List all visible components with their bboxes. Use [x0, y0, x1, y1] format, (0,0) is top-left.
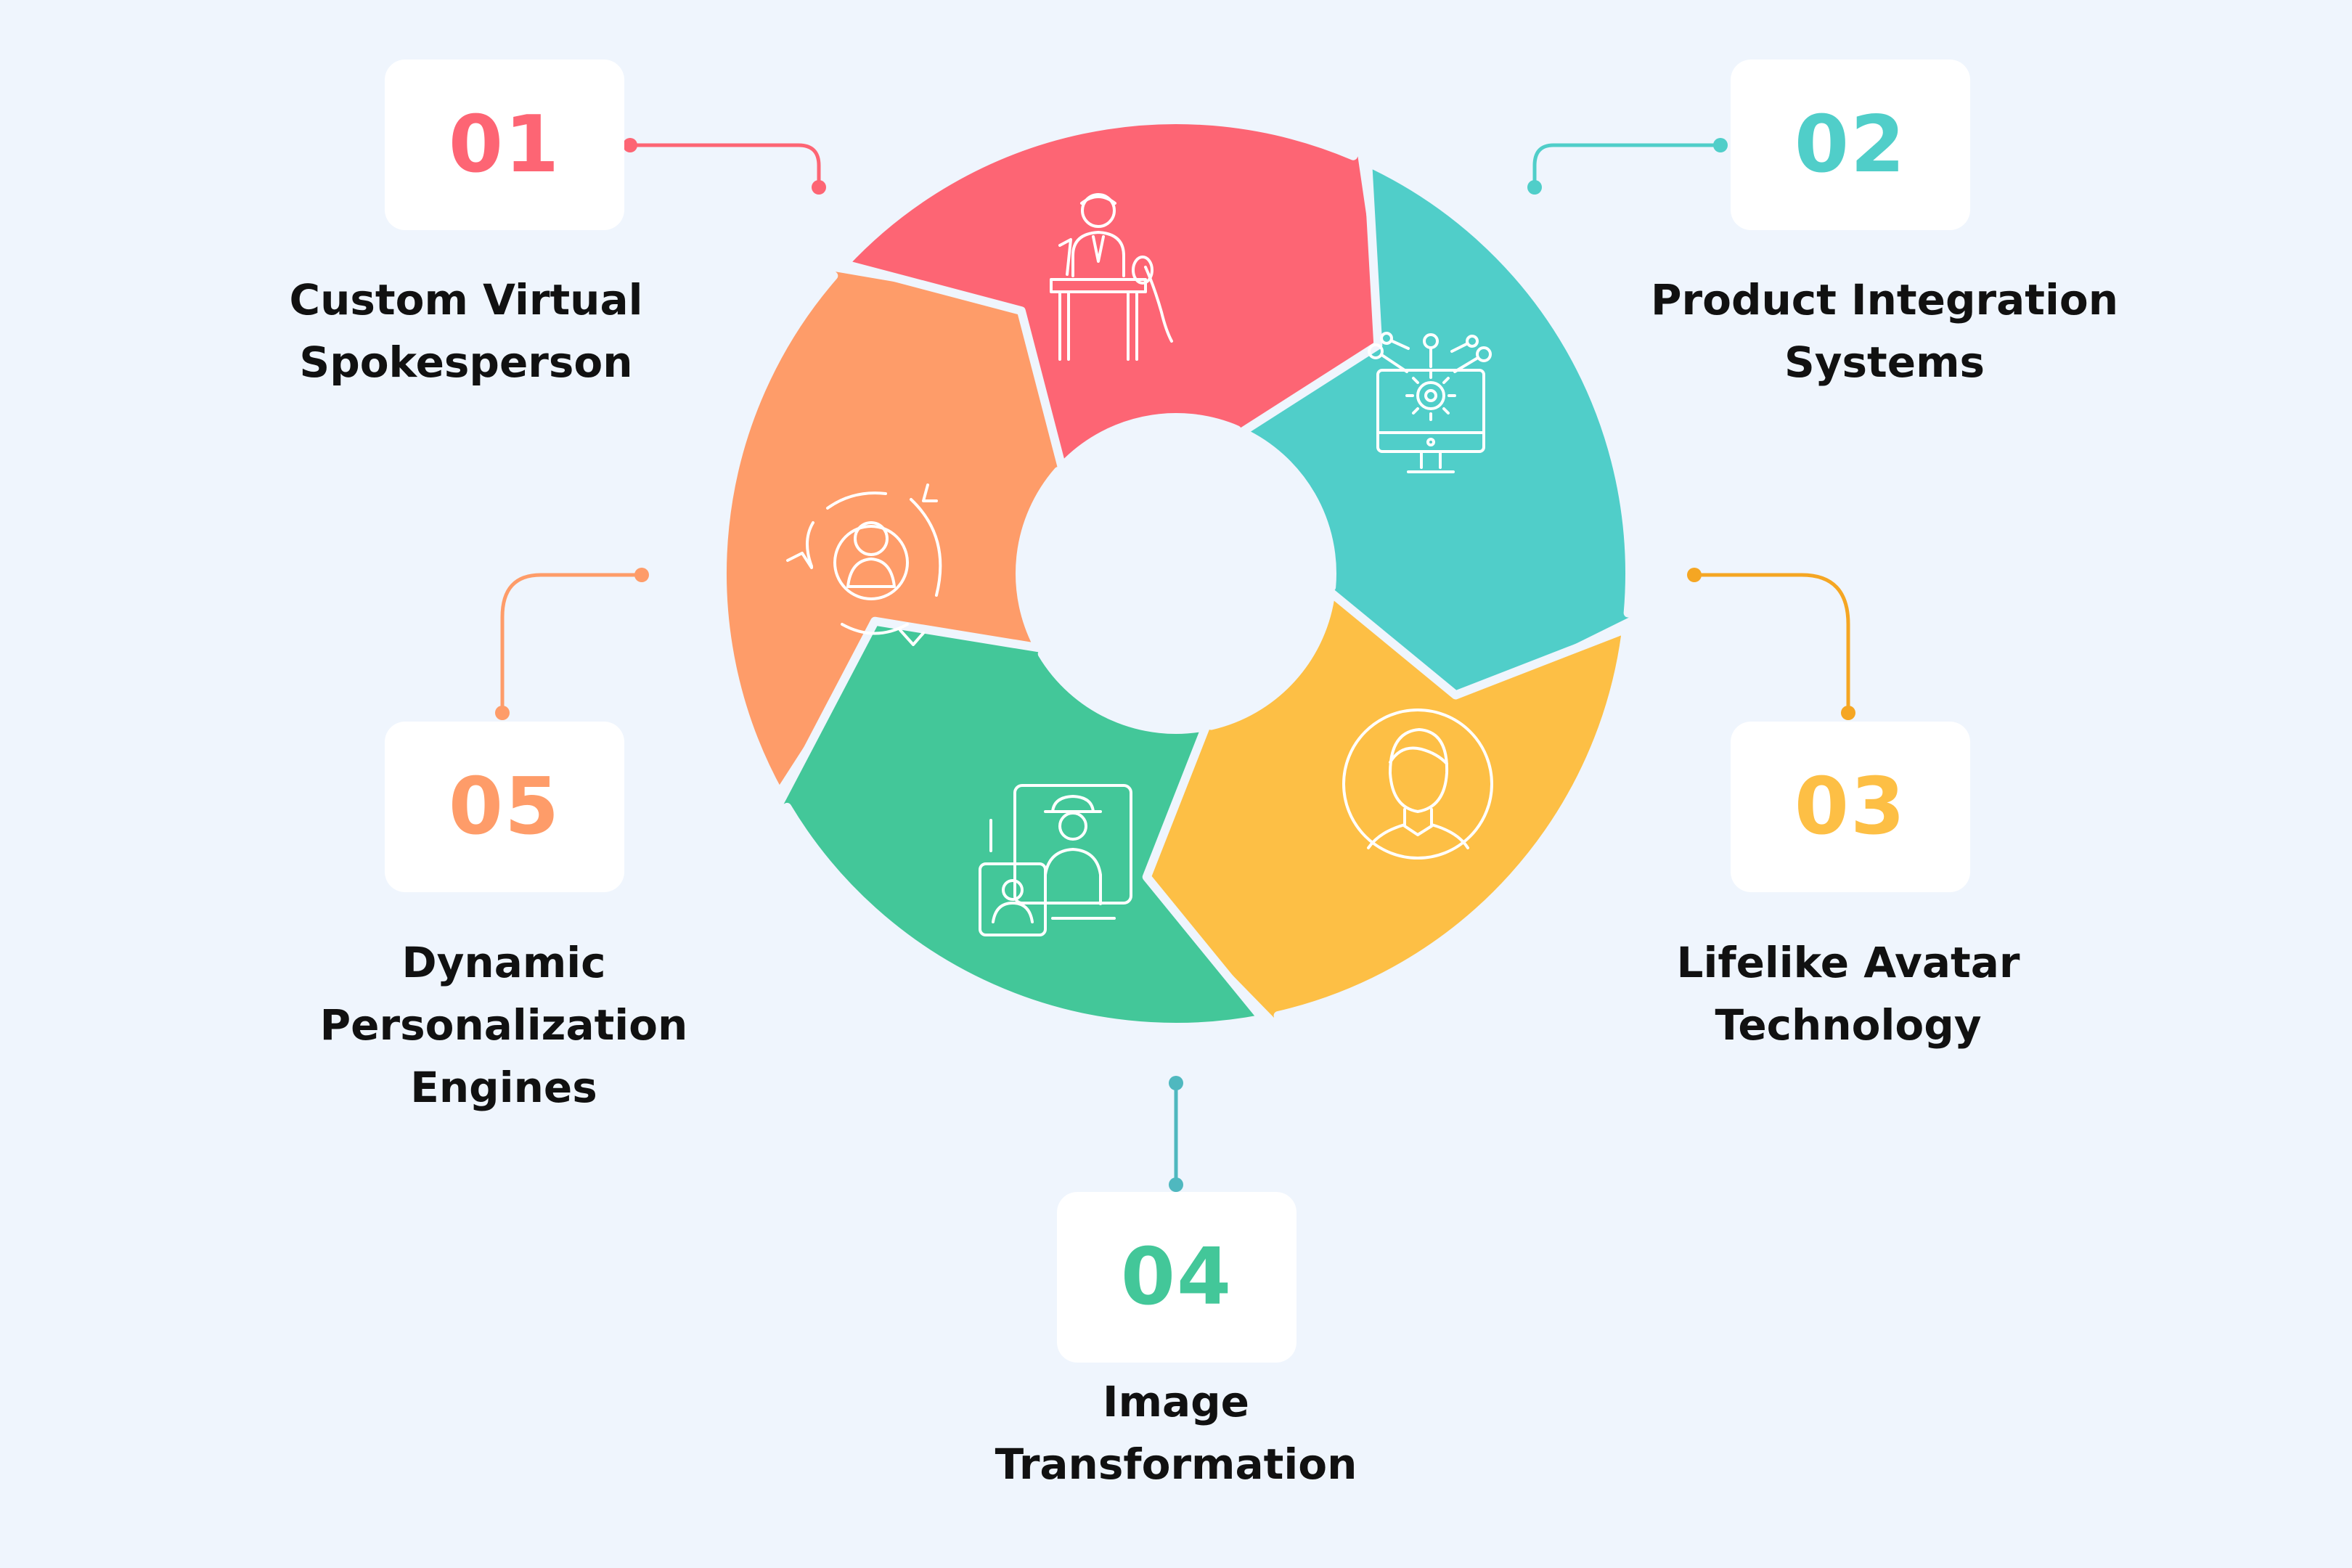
step-05-number: 05: [448, 761, 561, 852]
step-01-label-line: Spokesperson: [299, 338, 633, 387]
cycle-segment-03: [1124, 588, 1631, 1037]
step-04-label: Image Transformation: [915, 1371, 1437, 1495]
step-03-label-line: Technology: [1715, 1000, 1982, 1050]
cycle-segment-02: [1237, 158, 1649, 716]
step-05-label-line: Dynamic: [401, 938, 606, 987]
step-02-label-line: Systems: [1784, 338, 1985, 387]
step-02-label: Product Integration Systems: [1623, 269, 2146, 393]
step-02-number-card: 02: [1731, 60, 1970, 230]
computer-gear-network-icon: [1368, 332, 1492, 473]
speaker-podium-icon: [1050, 193, 1173, 361]
step-04-number-card: 04: [1057, 1192, 1297, 1363]
step-05-label-line: Personalization: [319, 1000, 688, 1050]
step-01-label-line: Custom Virtual: [289, 275, 643, 324]
cycle-segment-05: [718, 260, 1069, 799]
step-02-number: 02: [1794, 99, 1907, 190]
image-profile-frames-icon: [979, 784, 1132, 936]
connector-02: [1532, 143, 1723, 189]
wheel-center-hole: [1023, 420, 1329, 727]
step-01-number-card: 01: [385, 60, 624, 230]
step-04-number: 04: [1120, 1232, 1233, 1323]
connector-03: [1692, 573, 1850, 715]
step-05-label-line: Engines: [410, 1063, 597, 1112]
connector-05: [500, 573, 644, 715]
step-03-number-card: 03: [1731, 722, 1970, 892]
user-cycle-icon: [786, 483, 942, 646]
step-05-label: Dynamic Personalization Engines: [242, 931, 765, 1119]
step-03-label-line: Lifelike Avatar: [1676, 938, 2020, 987]
cycle-segment-01: [839, 115, 1396, 472]
step-01-label: Custom Virtual Spokesperson: [205, 269, 727, 393]
connector-01: [628, 143, 821, 189]
step-03-number: 03: [1794, 761, 1907, 852]
step-04-label-line: Transformation: [995, 1440, 1357, 1489]
cycle-segment-04: [768, 616, 1267, 1032]
step-05-number-card: 05: [385, 722, 624, 892]
step-04-label-line: Image: [1102, 1377, 1249, 1426]
step-02-label-line: Product Integration: [1650, 275, 2118, 324]
step-01-number: 01: [448, 99, 561, 190]
step-03-label: Lifelike Avatar Technology: [1587, 931, 2110, 1056]
avatar-face-icon: [1342, 709, 1493, 859]
